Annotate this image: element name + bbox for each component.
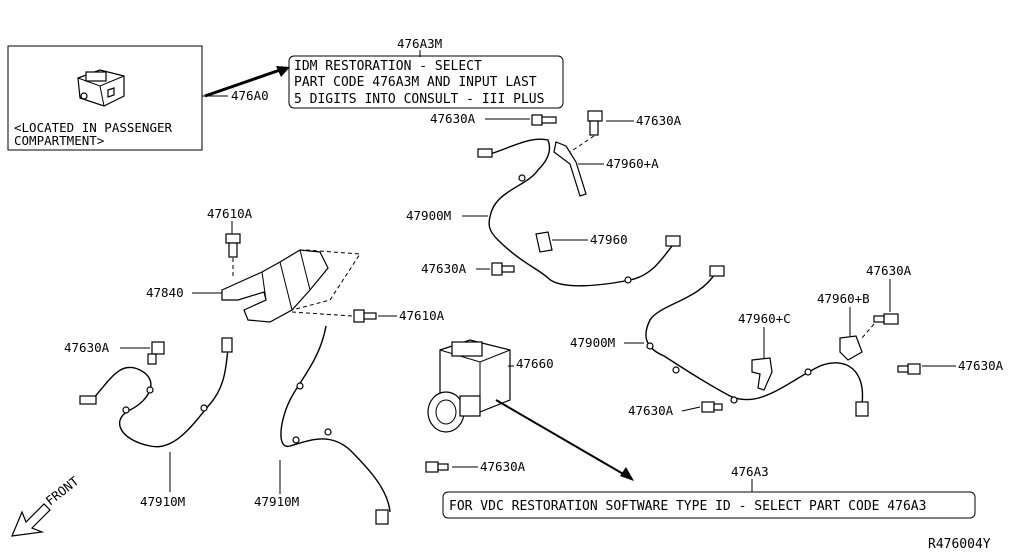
- part-label-47630a-1[interactable]: 47630A: [430, 111, 476, 126]
- idm-note-group: 476A3M IDM RESTORATION - SELECT PART COD…: [288, 36, 564, 109]
- part-label-47630a-4[interactable]: 47630A: [866, 263, 912, 278]
- connector-icon: [709, 265, 725, 277]
- bolt-icon: [425, 461, 449, 473]
- front-label: FRONT: [43, 473, 82, 508]
- bolt-icon: [147, 341, 165, 365]
- part-label-47630a-low[interactable]: 47630A: [628, 403, 674, 418]
- part-label-47960c[interactable]: 47960+C: [738, 311, 791, 326]
- part-label-47840[interactable]: 47840: [146, 285, 184, 300]
- bracket-47840-group: 47610A 47840 47610A: [146, 206, 445, 323]
- part-label-47630a-bottom[interactable]: 47630A: [480, 459, 526, 474]
- bolt-icon: [353, 309, 377, 323]
- part-label-47630a-right[interactable]: 47630A: [958, 358, 1004, 373]
- part-label-47630a-2[interactable]: 47630A: [636, 113, 682, 128]
- arrow-to-vdc-note: [495, 399, 626, 476]
- connector-icon: [665, 235, 681, 247]
- part-label-47910m-left[interactable]: 47910M: [140, 494, 185, 509]
- bracket-47960c[interactable]: [751, 357, 773, 391]
- part-label-47610a-top[interactable]: 47610A: [207, 206, 253, 221]
- bracket-47960[interactable]: [535, 231, 553, 253]
- yaw-rate-sensor-part[interactable]: [77, 69, 125, 107]
- sensor-location-box: [7, 45, 203, 151]
- idm-note-box: [288, 55, 564, 109]
- part-label-476a3m[interactable]: 476A3M: [397, 36, 442, 51]
- abs-actuator-47660[interactable]: [427, 339, 511, 433]
- vdc-note-box: [442, 491, 976, 519]
- vdc-note-group: 476A3 FOR VDC RESTORATION SOFTWARE TYPE …: [442, 464, 976, 519]
- part-label-47960[interactable]: 47960: [590, 232, 628, 247]
- arrow-to-idm-note: [204, 68, 281, 98]
- front-right-harness-group: 47630A 47630A 47960+A 47900M 47960: [406, 110, 682, 287]
- bracket-47960a[interactable]: [553, 141, 587, 197]
- bolt-icon: [225, 233, 241, 258]
- part-label-47900m-top[interactable]: 47900M: [406, 208, 451, 223]
- part-label-47900m-right[interactable]: 47900M: [570, 335, 615, 350]
- part-label-47630a-3[interactable]: 47630A: [421, 261, 467, 276]
- bracket-47960b[interactable]: [839, 335, 863, 361]
- sensor-note-line1: <LOCATED IN PASSENGER: [14, 120, 173, 135]
- vdc-note-text: FOR VDC RESTORATION SOFTWARE TYPE ID - S…: [449, 499, 926, 514]
- rear-right-harness-group: 47900M 47960+C 47960+B 47630A 47630A 476…: [570, 263, 1004, 418]
- bracket-47840[interactable]: [221, 249, 329, 323]
- part-label-47910m-right[interactable]: 47910M: [254, 494, 299, 509]
- part-label-476a0[interactable]: 476A0: [231, 88, 269, 103]
- part-label-476a3[interactable]: 476A3: [731, 464, 769, 479]
- part-label-47960a[interactable]: 47960+A: [606, 156, 659, 171]
- bolt-icon: [897, 363, 921, 375]
- drawing-id: R476004Y: [928, 537, 991, 552]
- part-label-47960b[interactable]: 47960+B: [817, 291, 870, 306]
- idm-note-line2: PART CODE 476A3M AND INPUT LAST: [294, 75, 537, 90]
- bolt-icon: [873, 313, 899, 325]
- rear-left-harness-group: 47630A 47910M: [64, 337, 233, 509]
- sensor-unit-group: <LOCATED IN PASSENGER COMPARTMENT> 476A0: [7, 45, 290, 151]
- harness-47900m-front[interactable]: [488, 138, 673, 287]
- harness-47910m-right[interactable]: [280, 325, 391, 513]
- bolt-icon: [531, 114, 557, 126]
- bolt-icon: [701, 401, 723, 413]
- part-label-47660[interactable]: 47660: [516, 356, 554, 371]
- idm-note-line3: 5 DIGITS INTO CONSULT - III PLUS: [294, 92, 544, 107]
- bolt-icon: [491, 262, 515, 276]
- bolt-icon: [587, 110, 603, 136]
- part-label-47630a-left[interactable]: 47630A: [64, 340, 110, 355]
- connector-icon: [221, 337, 233, 353]
- front-direction-indicator: FRONT: [11, 473, 82, 537]
- front-arrow-icon: [11, 503, 51, 537]
- rear-right-47910m-group: 47910M: [254, 325, 391, 525]
- harness-47900m-rear[interactable]: [645, 271, 864, 405]
- idm-note-line1: IDM RESTORATION - SELECT: [294, 59, 482, 74]
- part-label-47610a-mid[interactable]: 47610A: [399, 308, 445, 323]
- harness-47910m-left[interactable]: [91, 347, 229, 448]
- abs-actuator-group: 47660 47630A: [425, 339, 634, 481]
- sensor-note-line2: COMPARTMENT>: [14, 133, 104, 148]
